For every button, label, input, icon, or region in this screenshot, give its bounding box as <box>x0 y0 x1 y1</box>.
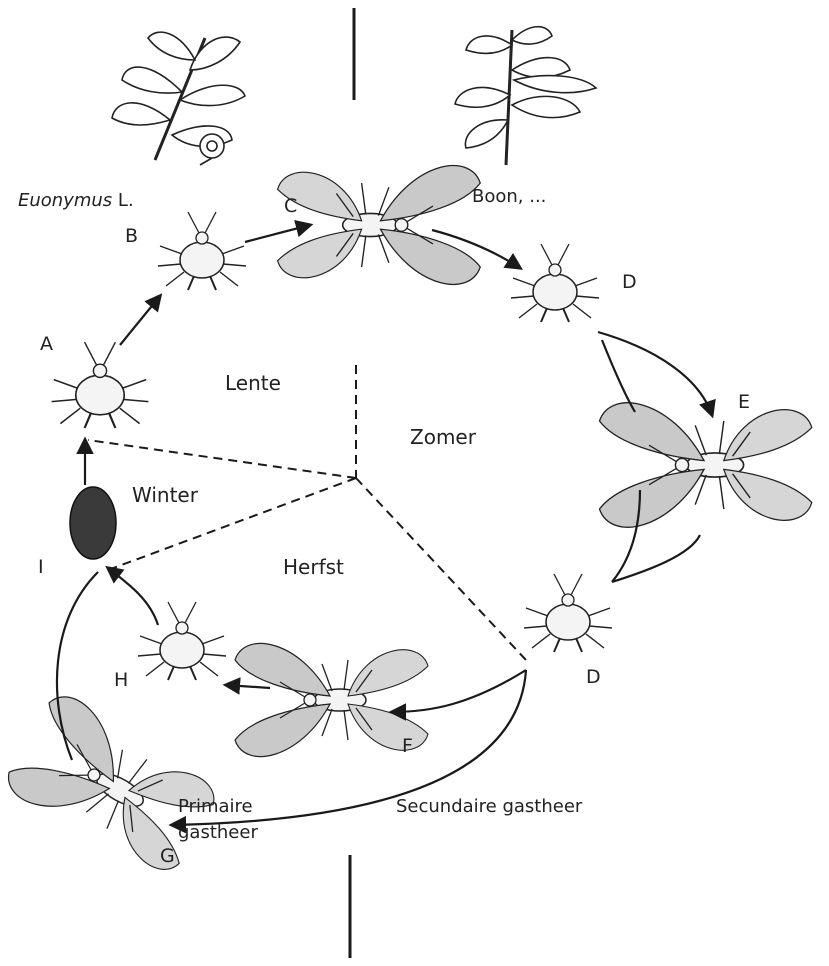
aphid-B <box>158 212 246 290</box>
primary-host-plant-label: Euonymus L. <box>18 190 134 211</box>
euonymus-plant-drawing <box>112 32 245 165</box>
primary-host-label-line1: Primaire <box>178 796 253 817</box>
stage-label-H: H <box>114 669 128 691</box>
aphid-A <box>52 342 149 428</box>
stage-label-D-bottom: D <box>586 666 601 688</box>
aphid-H <box>138 602 226 680</box>
stage-label-B: B <box>125 225 138 247</box>
season-spring: Lente <box>225 371 281 395</box>
stage-label-I: I <box>38 556 44 578</box>
primary-plant-italic: Euonymus <box>18 190 112 211</box>
secondary-host-label: Secundaire gastheer <box>396 796 583 817</box>
aphid-E-winged <box>600 403 812 527</box>
bean-plant-drawing <box>455 27 596 165</box>
stage-label-F: F <box>402 735 413 757</box>
stage-label-C: C <box>284 195 297 217</box>
aphid-F-winged <box>235 643 428 756</box>
season-autumn: Herfst <box>283 555 344 579</box>
stage-label-G: G <box>160 845 175 867</box>
stage-label-E: E <box>738 391 750 413</box>
aphid-D-bottom <box>524 574 612 652</box>
primary-plant-suffix: L. <box>112 190 133 211</box>
season-summer: Zomer <box>410 425 477 449</box>
secondary-host-plant-label: Boon, ... <box>472 186 546 207</box>
stage-label-D-top: D <box>622 271 637 293</box>
egg-I <box>70 487 116 559</box>
aphid-G-winged <box>1 689 225 883</box>
aphid-D-top <box>511 244 599 322</box>
stage-label-A: A <box>40 333 53 355</box>
season-winter: Winter <box>132 483 199 507</box>
primary-host-label-line2: gastheer <box>178 822 258 843</box>
